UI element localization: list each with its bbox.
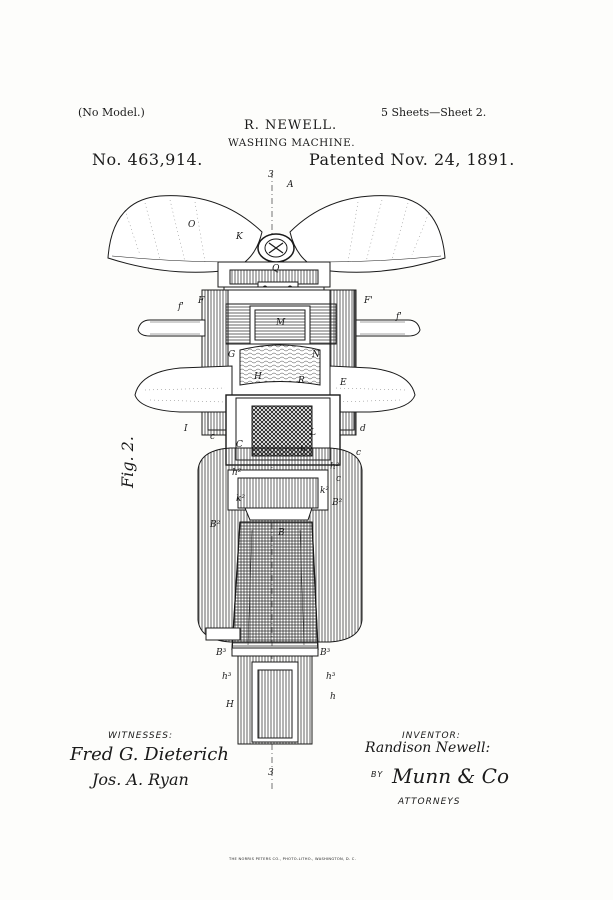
ref-letter: F'	[364, 296, 373, 306]
ref-letter: A	[287, 180, 294, 190]
sheet-count: 5 Sheets—Sheet 2.	[381, 106, 487, 119]
ref-letter: B³	[216, 648, 227, 658]
ref-letter: C	[236, 440, 243, 450]
inventor-signature: Randison Newell:	[365, 740, 491, 756]
ref-letter: B³	[320, 648, 331, 658]
ref-letter: c	[210, 432, 216, 442]
ref-letter: B²	[332, 498, 343, 508]
model-note: (No Model.)	[78, 106, 145, 119]
ref-letter: d	[360, 424, 366, 434]
ref-letter: H	[226, 700, 234, 710]
ref-letter: f'	[178, 302, 184, 312]
ref-letter: h'	[300, 446, 309, 456]
ref-letter: B	[278, 528, 285, 538]
ref-letter: c	[336, 474, 342, 484]
ref-letter: H	[254, 372, 262, 382]
ref-letter: h³	[222, 672, 232, 682]
witness-2-signature: Jos. A. Ryan	[92, 770, 189, 789]
ref-letter: K	[236, 232, 243, 242]
section-mark-top: 3	[268, 170, 274, 180]
ref-letter: E	[340, 378, 347, 388]
ref-letter: R	[298, 376, 305, 386]
ref-letter: h²	[330, 462, 340, 472]
crank-handles	[137, 319, 421, 337]
witnesses-label: WITNESSES:	[108, 731, 174, 741]
attorneys-label: ATTORNEYS	[398, 797, 461, 807]
ref-letter: I	[184, 424, 188, 434]
ref-letter: h²	[232, 468, 242, 478]
ref-letter: c	[356, 448, 362, 458]
top-paddles	[107, 195, 446, 273]
lower-frame	[205, 627, 319, 745]
patent-date: Patented Nov. 24, 1891.	[309, 150, 515, 169]
printer-line: THE NORRIS PETERS CO., PHOTO-LITHO., WAS…	[229, 857, 357, 861]
ref-letter: h	[330, 692, 336, 702]
ref-letter: F	[198, 296, 205, 306]
wringer-board	[231, 521, 319, 651]
figure-label: Fig. 2.	[118, 436, 137, 488]
witness-1-signature: Fred G. Dieterich	[70, 744, 229, 765]
ref-letter: N	[312, 350, 320, 360]
attorney-signature: Munn & Co	[392, 764, 509, 788]
section-mark-bottom: 3	[268, 768, 274, 778]
ref-letter: B²	[210, 520, 221, 530]
middle-paddles	[134, 344, 416, 413]
by-label: BY	[371, 770, 384, 779]
ref-letter: k²	[320, 486, 330, 496]
ref-letter: k²	[236, 494, 246, 504]
ref-letter: h³	[326, 672, 336, 682]
patent-title: WASHING MACHINE.	[228, 137, 356, 149]
ref-letter: f'	[396, 312, 402, 322]
ref-letter: L	[310, 428, 316, 438]
patent-number: No. 463,914.	[92, 150, 203, 169]
inventor-label: INVENTOR:	[402, 731, 461, 741]
ref-letter: G	[228, 350, 236, 360]
ref-letter: M	[276, 318, 286, 328]
ref-letter: O	[188, 220, 196, 230]
ref-letter: Q	[272, 264, 280, 274]
inventor-name-header: R. NEWELL.	[244, 118, 338, 133]
